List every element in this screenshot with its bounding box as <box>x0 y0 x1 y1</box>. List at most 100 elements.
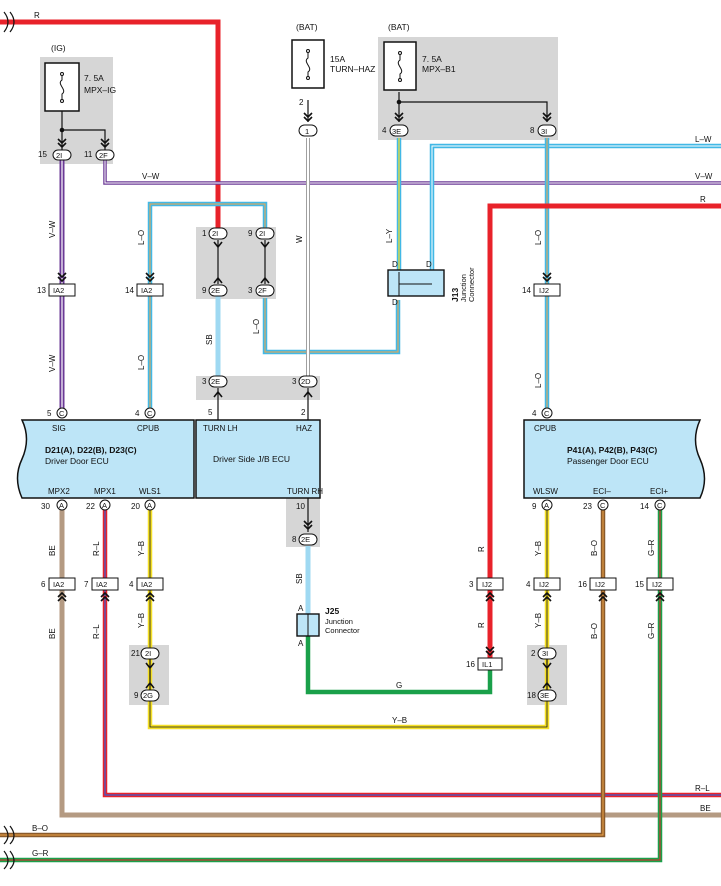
bat2-fuse-name: MPX–B1 <box>422 64 456 74</box>
conn-ig-2f: 11 2F <box>84 138 115 161</box>
pin-label: 21 <box>131 649 140 658</box>
pin-label: 6 <box>41 580 46 589</box>
pin-label: 1 <box>202 229 207 238</box>
driver-door-ecu-name: Driver Door ECU <box>45 456 109 466</box>
pin-label: 5 <box>208 408 213 417</box>
code-yb-r2: Y–B <box>534 613 543 628</box>
pin-label: 13 <box>37 286 46 295</box>
code-vw-left-lower: V–W <box>48 354 57 372</box>
fuse-turn-haz <box>291 39 325 89</box>
pin-label: 3E <box>540 691 549 700</box>
driver-side-jb-ecu: 5 TURN LH 2 HAZ Driver Side J/B ECU TURN… <box>195 408 323 511</box>
code-vw-left-upper: V–W <box>48 220 57 238</box>
pin-label: 15 <box>38 150 47 159</box>
pin-label: 2F <box>99 151 108 160</box>
j25-line2: Connector <box>325 626 360 635</box>
edge-r-top: R <box>34 11 40 20</box>
j25-id: J25 <box>325 606 339 616</box>
pin-label: 4 <box>532 409 537 418</box>
wire-vw-right <box>103 158 721 185</box>
conn-low-2i: 21 2I <box>131 647 160 669</box>
pin-label: IA2 <box>96 580 107 589</box>
wire-r-top <box>0 19 221 236</box>
pin-label: IA2 <box>53 286 64 295</box>
pin-label: WLS1 <box>139 487 161 496</box>
pin-label: 2I <box>212 229 218 238</box>
edge-vw-left: V–W <box>142 172 160 181</box>
driver-door-ecu-title: D21(A), D22(B), D23(C) <box>45 445 137 455</box>
j13-line2: Connector <box>467 267 476 302</box>
fuse-mpx-b1 <box>383 41 417 91</box>
pin-label: 2G <box>143 691 153 700</box>
pin-label: A <box>298 604 304 613</box>
conn-il1-16: 16 IL1 <box>466 646 503 671</box>
pin-label: 4 <box>526 580 531 589</box>
conn-low-2g: 9 2G <box>134 682 160 702</box>
pin-label: A <box>102 501 107 510</box>
conn-ia2-14: 14 IA2 <box>125 272 164 297</box>
wire-lo-mid <box>262 298 401 355</box>
pin-label: 20 <box>131 502 140 511</box>
pin-label: 2I <box>145 649 151 658</box>
code-lo-right-upper: L–O <box>534 230 543 245</box>
code-lo-left-lower: L–O <box>137 355 146 370</box>
pin-label: 3 <box>292 377 297 386</box>
conn-jb-2i-b: 9 2I <box>248 227 275 248</box>
pin-label: 16 <box>466 660 475 669</box>
bat2-fuse-rating: 7. 5A <box>422 54 442 64</box>
conn-bat1-1: 2 1 <box>298 98 318 137</box>
bat1-label: (BAT) <box>296 22 318 32</box>
code-bo-lower: B–O <box>590 623 599 639</box>
conn-ij2-16: 16 IJ2 <box>578 577 617 602</box>
pin-label: 9 <box>248 229 253 238</box>
pin-label: C <box>544 409 550 418</box>
pin-label: 9 <box>202 286 207 295</box>
code-lo-left-upper: L–O <box>137 230 146 245</box>
bat1-fuse-rating: 15A <box>330 54 345 64</box>
code-yb-l1: Y–B <box>137 541 146 556</box>
pin-label: IJ2 <box>652 580 662 589</box>
code-w: W <box>295 235 304 243</box>
pin-label: 3I <box>542 649 548 658</box>
j13-id: J13 <box>450 288 460 302</box>
code-ly: L–Y <box>385 228 394 243</box>
edge-gr: G–R <box>32 849 49 858</box>
bat2-label: (BAT) <box>388 22 410 32</box>
pin-label: CPUB <box>534 424 556 433</box>
pin-label: 10 <box>296 502 305 511</box>
pin-label: 4 <box>382 126 387 135</box>
pin-label: IJ2 <box>539 286 549 295</box>
code-yb-r1: Y–B <box>534 541 543 556</box>
bat1-fuse-name: TURN–HAZ <box>330 64 375 74</box>
code-be-lower: BE <box>48 628 57 639</box>
pin-label: D <box>392 260 398 269</box>
edge-bo: B–O <box>32 824 48 833</box>
code-rl-lower: R–L <box>92 624 101 639</box>
conn-ia2-4: 4 IA2 <box>129 577 164 602</box>
pin-label: 16 <box>578 580 587 589</box>
pin-label: 14 <box>125 286 134 295</box>
pin-label: IJ2 <box>539 580 549 589</box>
pin-label: 2 <box>301 408 306 417</box>
conn-ecu-2d: 3 2D <box>292 375 318 398</box>
conn-jb-2e: 9 2E <box>202 277 228 297</box>
passenger-door-ecu: P41(A), P42(B), P43(C) Passenger Door EC… <box>523 407 706 511</box>
passenger-door-ecu-title: P41(A), P42(B), P43(C) <box>567 445 657 455</box>
pin-label: C <box>147 409 153 418</box>
pin-label: 2I <box>259 229 265 238</box>
conn-bat2-3i: 8 3I <box>530 112 557 137</box>
pin-label: 2 <box>531 649 536 658</box>
pin-label: IA2 <box>141 580 152 589</box>
wire-rl <box>102 505 721 798</box>
code-yb-bottom: Y–B <box>392 716 407 725</box>
pin-label: 9 <box>532 502 537 511</box>
driver-door-ecu: D21(A), D22(B), D23(C) Driver Door ECU 5… <box>16 407 195 511</box>
pin-label: IA2 <box>141 286 152 295</box>
pin-label: 30 <box>41 502 50 511</box>
pin-label: CPUB <box>137 424 159 433</box>
edge-lw: L–W <box>695 135 712 144</box>
wire-bo <box>0 505 606 838</box>
pin-label: 23 <box>583 502 592 511</box>
